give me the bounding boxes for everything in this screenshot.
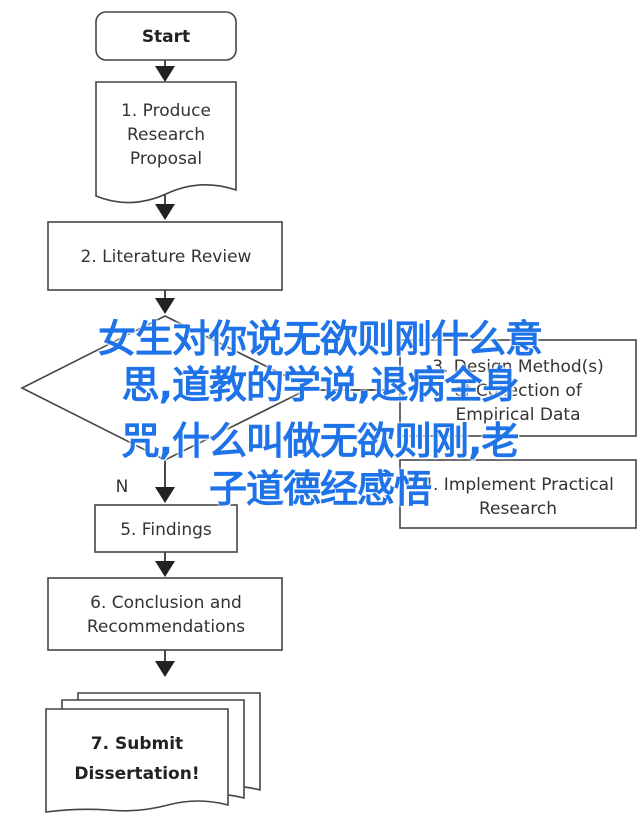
conclusion-label-line1: 6. Conclusion and bbox=[90, 593, 242, 613]
conclusion-box bbox=[47, 577, 283, 651]
design-method-label-line3: Empirical Data bbox=[455, 405, 580, 425]
design-method-label-line2: of Collection of bbox=[454, 381, 583, 401]
literature-review-label: 2. Literature Review bbox=[81, 247, 252, 267]
proposal-label-line3: Proposal bbox=[130, 149, 202, 169]
findings-box bbox=[94, 504, 238, 553]
proposal-label-line1: 1. Produce bbox=[121, 101, 211, 121]
design-method-label-line1: 3. Design Method(s) bbox=[432, 357, 604, 377]
arrowhead-1 bbox=[155, 66, 175, 82]
arrowhead-6 bbox=[155, 661, 175, 677]
literature-review-box bbox=[47, 221, 283, 291]
proposal-label-line2: Research bbox=[127, 125, 205, 145]
design-method-diamond bbox=[20, 315, 312, 461]
arrowhead-4 bbox=[155, 487, 175, 503]
start-label: Start bbox=[142, 27, 190, 47]
findings-label: 5. Findings bbox=[120, 520, 212, 540]
start-terminal bbox=[95, 11, 237, 61]
arrowhead-3 bbox=[155, 298, 175, 314]
implement-research-box bbox=[399, 459, 637, 529]
arrowhead-2 bbox=[155, 204, 175, 220]
design-method-box bbox=[399, 339, 637, 437]
submit-label-line1: 7. Submit bbox=[91, 734, 183, 754]
submit-document-front bbox=[45, 708, 229, 813]
proposal-document bbox=[95, 81, 237, 204]
arrowhead-5 bbox=[155, 561, 175, 577]
submit-label-line2: Dissertation! bbox=[74, 764, 199, 784]
branch-label-n: N bbox=[116, 477, 129, 497]
implement-research-line2: Research bbox=[479, 499, 557, 519]
implement-research-line1: 4. Implement Practical bbox=[422, 475, 614, 495]
conclusion-label-line2: Recommendations bbox=[87, 617, 245, 637]
